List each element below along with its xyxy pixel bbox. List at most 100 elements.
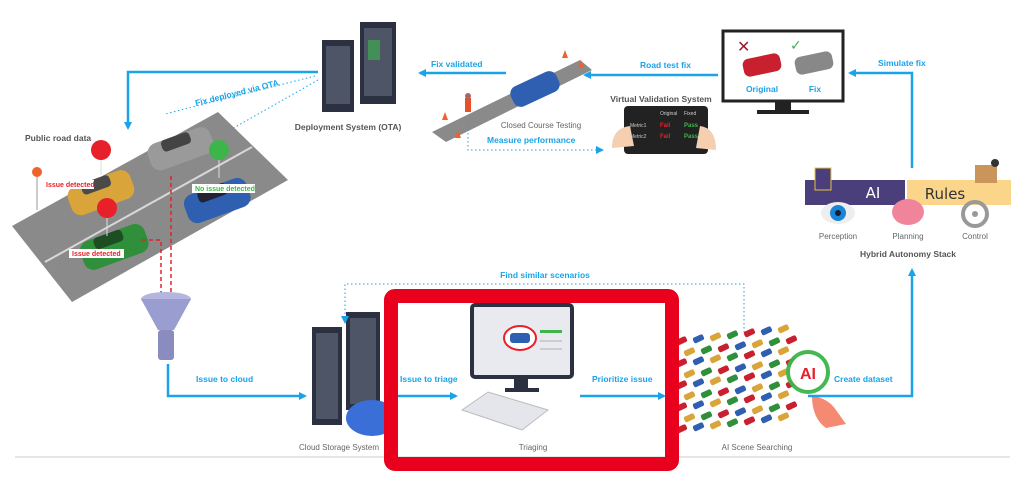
- keyboard-icon: [460, 391, 550, 431]
- car-gray: [794, 51, 834, 75]
- tag-bg: [69, 249, 124, 258]
- cloud-storage-label: Cloud Storage System: [299, 443, 379, 452]
- scene-car: [726, 352, 739, 362]
- measure-performance-label: Measure performance: [487, 135, 576, 145]
- closed-course-node: [432, 50, 592, 142]
- scene-car: [743, 328, 756, 338]
- scene-car: [734, 407, 747, 417]
- issue-to-triage-label: Issue to triage: [400, 374, 458, 384]
- scene-car: [717, 343, 730, 353]
- scene-car: [734, 385, 747, 395]
- tablet-icon: Original Fixed Metric1 Fail Pass Metric2…: [612, 106, 716, 154]
- sensor-pin-issue: [97, 198, 117, 236]
- scene-car: [717, 387, 730, 397]
- scene-cars-field: [675, 324, 798, 434]
- ai-badge: AI: [800, 366, 816, 383]
- scene-car: [692, 378, 705, 388]
- deployment-label: Deployment System (OTA): [295, 122, 402, 132]
- module-perception: Perception: [819, 232, 857, 241]
- steering-wheel-icon: [961, 200, 989, 228]
- scene-car: [692, 400, 705, 410]
- scene-car: [683, 347, 696, 357]
- fix-deployed-label: Fix deployed via OTA: [194, 77, 280, 107]
- create-dataset-label: Create dataset: [834, 374, 893, 384]
- sensor-pin-ok: [209, 140, 229, 178]
- scene-car: [743, 372, 756, 382]
- car-green: [80, 224, 149, 270]
- public-road-label: Public road data: [25, 133, 91, 143]
- person-icon: [465, 98, 471, 112]
- scene-car: [768, 403, 781, 413]
- scene-car: [717, 409, 730, 419]
- x-mark-icon: ✕: [737, 37, 750, 56]
- issue-tag: Issue detected: [46, 182, 95, 189]
- public-road-node: Public road data Issue detected No issue…: [12, 112, 288, 302]
- triaging-label: Triaging: [519, 443, 548, 452]
- table-cell: Pass: [684, 134, 699, 140]
- scene-car: [768, 381, 781, 391]
- funnel-icon: [141, 292, 191, 360]
- scene-car: [700, 411, 713, 421]
- scene-car: [760, 392, 773, 402]
- scene-car: [683, 369, 696, 379]
- car-yellow: [67, 170, 135, 216]
- prioritize-issue-label: Prioritize issue: [592, 374, 653, 384]
- hybrid-stack-node: AI Rules Perception Planning Control: [805, 159, 1011, 241]
- ota-signal-line: [164, 75, 316, 115]
- closed-course-label: Closed Course Testing: [501, 121, 581, 130]
- eye-icon: [821, 202, 855, 224]
- scene-search-label: AI Scene Searching: [722, 443, 793, 452]
- arrowhead: [341, 316, 349, 324]
- find-similar-label: Find similar scenarios: [500, 270, 590, 280]
- scene-car: [785, 335, 798, 345]
- scene-car: [785, 401, 798, 411]
- triage-computer-icon: [460, 303, 574, 431]
- scene-car: [768, 359, 781, 369]
- scene-car: [760, 348, 773, 358]
- scene-car: [760, 326, 773, 336]
- scene-car: [692, 356, 705, 366]
- scene-car: [683, 391, 696, 401]
- module-planning: Planning: [892, 232, 923, 241]
- scene-car: [700, 389, 713, 399]
- module-control: Control: [962, 232, 988, 241]
- scene-car: [734, 341, 747, 351]
- sign-post: [32, 167, 42, 210]
- ai-bar-label: AI: [866, 184, 881, 202]
- scene-car: [760, 414, 773, 424]
- issue-to-cloud-arrow: [166, 364, 307, 400]
- issue-to-cloud-label: Issue to cloud: [196, 374, 253, 384]
- table-header: Original: [660, 111, 677, 117]
- check-mark-icon: ✓: [790, 38, 802, 54]
- scene-car: [751, 405, 764, 415]
- issue-flow-line: [142, 239, 165, 302]
- scene-car: [726, 330, 739, 340]
- scene-car: [709, 376, 722, 386]
- scene-car: [700, 367, 713, 377]
- create-dataset-arrow: [808, 268, 916, 398]
- scene-car: [692, 334, 705, 344]
- fix-label: Fix: [809, 84, 822, 94]
- scene-car: [692, 422, 705, 432]
- car-gray: [147, 127, 214, 171]
- hand-icon: [812, 396, 846, 428]
- virtual-validation-label: Virtual Validation System: [610, 94, 712, 104]
- scene-car: [751, 361, 764, 371]
- table-cell: Fail: [660, 134, 671, 140]
- scene-car: [709, 420, 722, 430]
- lane-line: [44, 146, 253, 263]
- triaging-highlight-box: [384, 289, 679, 471]
- ai-chip-icon: [814, 167, 832, 191]
- car-red: [742, 53, 782, 77]
- scene-car: [777, 346, 790, 356]
- scene-car: [734, 363, 747, 373]
- magnifier-icon: AI: [786, 350, 846, 428]
- scene-car: [709, 354, 722, 364]
- road-test-fix-label: Road test fix: [640, 60, 691, 70]
- scene-car: [760, 370, 773, 380]
- scene-car: [768, 337, 781, 347]
- scene-car: [700, 345, 713, 355]
- hybrid-stack-label: Hybrid Autonomy Stack: [860, 249, 956, 259]
